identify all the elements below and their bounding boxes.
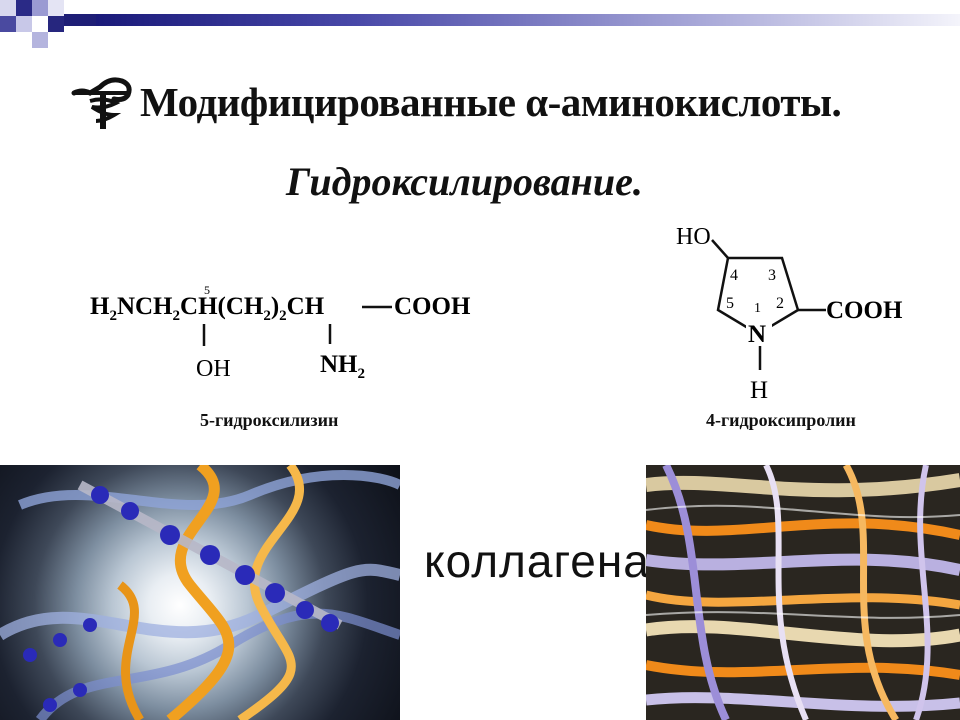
formula-main-chain: H2NCH2CH(CH2)2CH	[90, 293, 325, 324]
ring-n-background	[746, 316, 772, 344]
bond-line	[711, 239, 729, 259]
slide-title: Модифицированные α-аминокислоты.	[140, 79, 842, 125]
carboxyl-group: COOH	[394, 293, 471, 320]
ring-number: 5	[726, 295, 734, 312]
ring-number: 1	[754, 301, 761, 316]
decor-square	[32, 0, 48, 16]
hydroxylysine-formula: 5 H2NCH2CH(CH2)2CH COOH OH NH2	[90, 283, 471, 382]
ring-carboxyl: COOH	[826, 297, 903, 324]
helix-illustration	[0, 465, 400, 720]
title-row: Модифицированные α-аминокислоты.	[70, 72, 842, 132]
ring-hydrogen: H	[750, 377, 768, 404]
decor-square	[48, 16, 64, 32]
hydroxyl-group: OH	[196, 356, 231, 382]
decor-square	[32, 32, 48, 48]
top-decoration	[0, 0, 960, 48]
hydroxyproline-formula: HO N 4 3 5 1 2 COOH H	[676, 224, 903, 404]
collagen-fibers-image	[646, 465, 960, 720]
decor-square	[0, 0, 16, 16]
position-label: 5	[204, 283, 210, 297]
hydroxylysine-caption: 5-гидроксилизин	[200, 410, 339, 430]
ring-number: 2	[776, 295, 784, 312]
slide-subtitle: Гидроксилирование.	[286, 159, 643, 204]
hydroxyproline-caption: 4-гидроксипролин	[706, 410, 856, 430]
collagen-helix-image	[0, 465, 400, 720]
decor-square	[16, 0, 32, 16]
ring-number: 4	[730, 267, 738, 284]
header-gradient-bar	[96, 14, 960, 26]
ring-hydroxyl: HO	[676, 224, 711, 250]
pyrrolidine-ring	[716, 256, 800, 336]
decor-square	[64, 14, 96, 26]
caduceus-icon	[71, 77, 132, 129]
amino-group: NH2	[320, 351, 365, 382]
decor-square	[48, 0, 64, 16]
decor-square	[16, 16, 32, 32]
collagen-label: коллагена	[424, 535, 646, 587]
ring-nitrogen: N	[748, 321, 766, 348]
fibers-illustration	[646, 465, 960, 720]
ring-number: 3	[768, 267, 776, 284]
decor-square	[0, 16, 16, 32]
